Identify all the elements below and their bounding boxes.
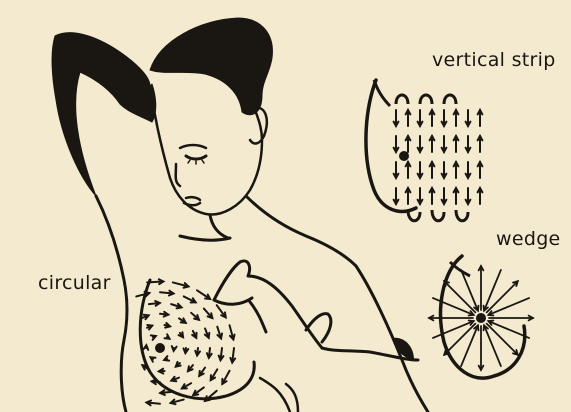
- circular-arrow: [176, 362, 181, 367]
- label-circular: circular: [38, 272, 111, 294]
- circular-arrow: [179, 332, 184, 337]
- wedge-nipple: [476, 313, 486, 323]
- nipple: [155, 343, 165, 353]
- label-wedge: wedge: [496, 228, 561, 250]
- label-vertical-strip: vertical strip: [432, 49, 556, 71]
